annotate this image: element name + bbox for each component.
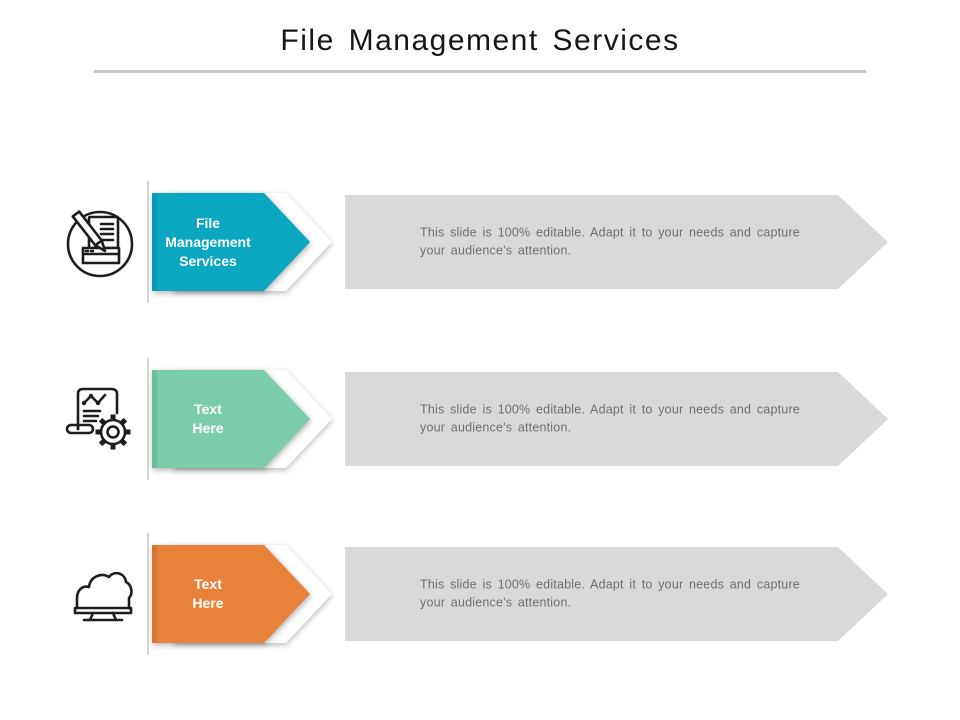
arrow-label-line: Management bbox=[165, 233, 251, 250]
description-banner: This slide is 100% editable. Adapt it to… bbox=[345, 372, 888, 466]
description-text: This slide is 100% editable. Adapt it to… bbox=[420, 402, 800, 434]
ribbon-divider-line bbox=[147, 358, 149, 480]
arrow-label-line: Here bbox=[192, 420, 224, 436]
ribbon-divider-line bbox=[147, 533, 149, 655]
arrow-label-line: Services bbox=[179, 252, 237, 269]
arrow-shape bbox=[152, 370, 310, 468]
report-settings-icon bbox=[60, 379, 140, 459]
title-divider bbox=[94, 70, 866, 73]
arrow-ribbon bbox=[152, 193, 332, 291]
arrow-label-line: Here bbox=[192, 595, 224, 611]
arrow-shape bbox=[152, 193, 310, 291]
description-banner: This slide is 100% editable. Adapt it to… bbox=[345, 547, 888, 641]
arrow-label-line: Text bbox=[194, 576, 222, 592]
description-text: This slide is 100% editable. Adapt it to… bbox=[420, 225, 800, 257]
arrow-label: Text Here bbox=[152, 370, 264, 468]
description-text: This slide is 100% editable. Adapt it to… bbox=[420, 577, 800, 609]
arrow-label: File Management Services bbox=[152, 193, 264, 291]
row-file-management: File Management Services This slide is 1… bbox=[0, 177, 960, 307]
ribbon-divider-line bbox=[147, 181, 149, 303]
cloud-computing-icon bbox=[60, 554, 140, 634]
arrow-ribbon bbox=[152, 370, 332, 468]
arrow-label-line: Text bbox=[194, 401, 222, 417]
arrow-shape bbox=[152, 545, 310, 643]
arrow-ribbon bbox=[152, 545, 332, 643]
arrow-label: Text Here bbox=[152, 545, 264, 643]
description-banner: This slide is 100% editable. Adapt it to… bbox=[345, 195, 888, 289]
row-text-here-1: Text Here This slide is 100% editable. A… bbox=[0, 354, 960, 484]
row-text-here-2: Text Here This slide is 100% editable. A… bbox=[0, 529, 960, 659]
page-title: File Management Services bbox=[280, 24, 680, 57]
document-edit-icon bbox=[60, 202, 140, 282]
arrow-label-line: File bbox=[195, 214, 221, 231]
